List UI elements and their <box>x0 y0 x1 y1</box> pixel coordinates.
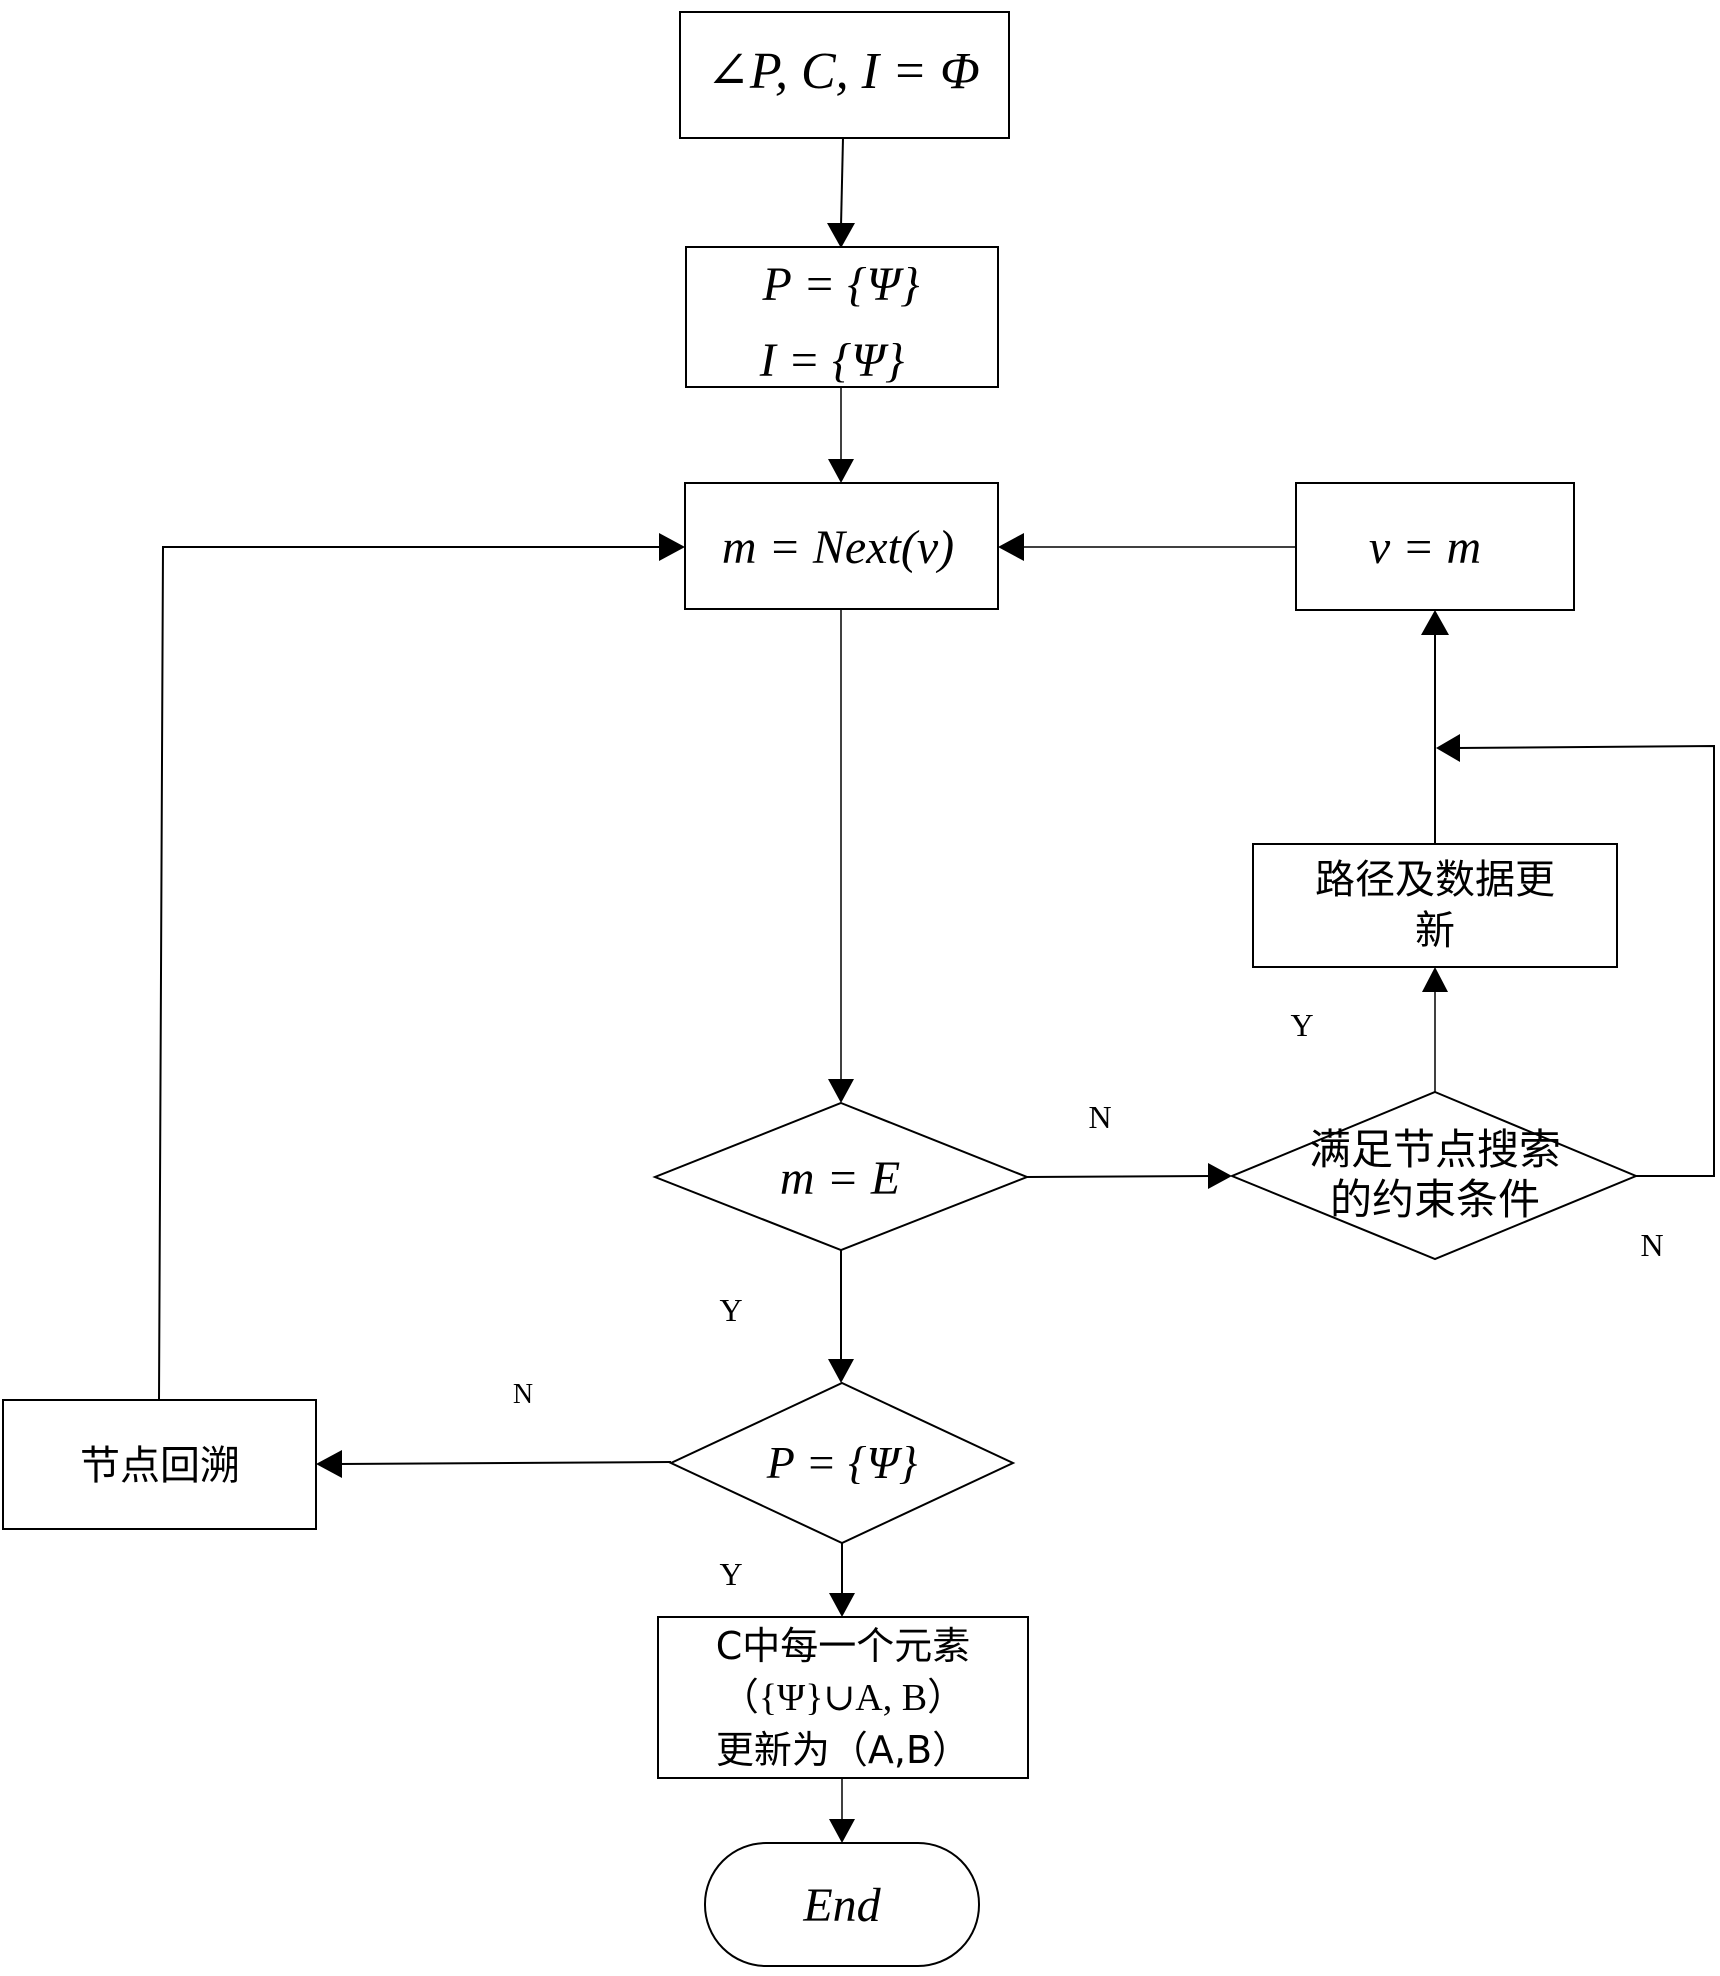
constraint-line-1: 满足节点搜索 <box>1309 1125 1561 1174</box>
connectors <box>159 138 1714 1843</box>
assign-text: v = m <box>1369 521 1481 574</box>
arrowhead-left <box>1436 734 1460 762</box>
edge-backtrack-to-next <box>159 547 662 1400</box>
arrowhead-down <box>828 1359 854 1383</box>
check-end-text: m = E <box>780 1152 900 1205</box>
node-backtrack: 节点回溯 <box>3 1400 316 1529</box>
final-update-line-2: （{Ψ}∪A, B） <box>721 1677 965 1719</box>
node-check-end: m = E <box>655 1103 1027 1250</box>
node-check-p: P = {Ψ} <box>671 1383 1013 1543</box>
arrowhead-up <box>1421 610 1449 635</box>
edge-init-to-set <box>841 138 843 226</box>
label-check-p-no: N <box>513 1379 533 1410</box>
arrowhead-down <box>828 1079 854 1103</box>
node-update: 路径及数据更 新 <box>1253 844 1617 967</box>
label-check-p-yes: Y <box>719 1556 742 1592</box>
node-end: End <box>705 1843 979 1966</box>
node-constraint: 满足节点搜索 的约束条件 <box>1232 1092 1636 1259</box>
end-text: End <box>802 1879 881 1932</box>
update-line-1: 路径及数据更 <box>1315 857 1555 903</box>
arrowhead-right <box>659 533 685 561</box>
node-final-update: C中每一个元素 （{Ψ}∪A, B） 更新为（A,B） <box>658 1617 1028 1778</box>
label-constraint-yes: Y <box>1290 1007 1313 1043</box>
set-i-line: I = {Ψ} <box>759 334 905 387</box>
backtrack-text: 节点回溯 <box>80 1443 240 1489</box>
arrowhead-down <box>827 223 855 248</box>
label-check-end-no: N <box>1088 1099 1111 1135</box>
final-update-line-3: 更新为（A,B） <box>716 1728 970 1772</box>
arrowhead-left <box>316 1450 342 1478</box>
arrowhead-right <box>1208 1163 1232 1189</box>
arrowhead-down <box>828 459 854 483</box>
edge-check-end-to-constraint <box>1027 1176 1212 1177</box>
set-p-line: P = {Ψ} <box>762 258 920 311</box>
node-init: ∠P, C, I = Φ <box>680 12 1009 138</box>
arrowhead-down <box>829 1819 855 1843</box>
check-p-text: P = {Ψ} <box>766 1437 917 1488</box>
arrowhead-down <box>829 1593 855 1617</box>
node-assign: v = m <box>1296 483 1574 610</box>
next-text: m = Next(v) <box>722 521 954 574</box>
arrowhead-left <box>998 533 1024 561</box>
arrowhead-up <box>1422 967 1448 992</box>
init-text: ∠P, C, I = Φ <box>706 43 979 100</box>
final-update-line-1: C中每一个元素 <box>716 1624 971 1668</box>
edge-check-p-to-backtrack <box>338 1462 671 1464</box>
label-constraint-no: N <box>1640 1227 1663 1263</box>
label-check-end-yes: Y <box>719 1292 742 1328</box>
update-line-2: 新 <box>1415 908 1455 954</box>
node-next: m = Next(v) <box>685 483 998 609</box>
node-set-p-i: P = {Ψ} I = {Ψ} <box>686 247 998 387</box>
constraint-line-2: 的约束条件 <box>1330 1175 1540 1224</box>
edge-labels: N Y Y N N Y <box>513 1007 1664 1592</box>
